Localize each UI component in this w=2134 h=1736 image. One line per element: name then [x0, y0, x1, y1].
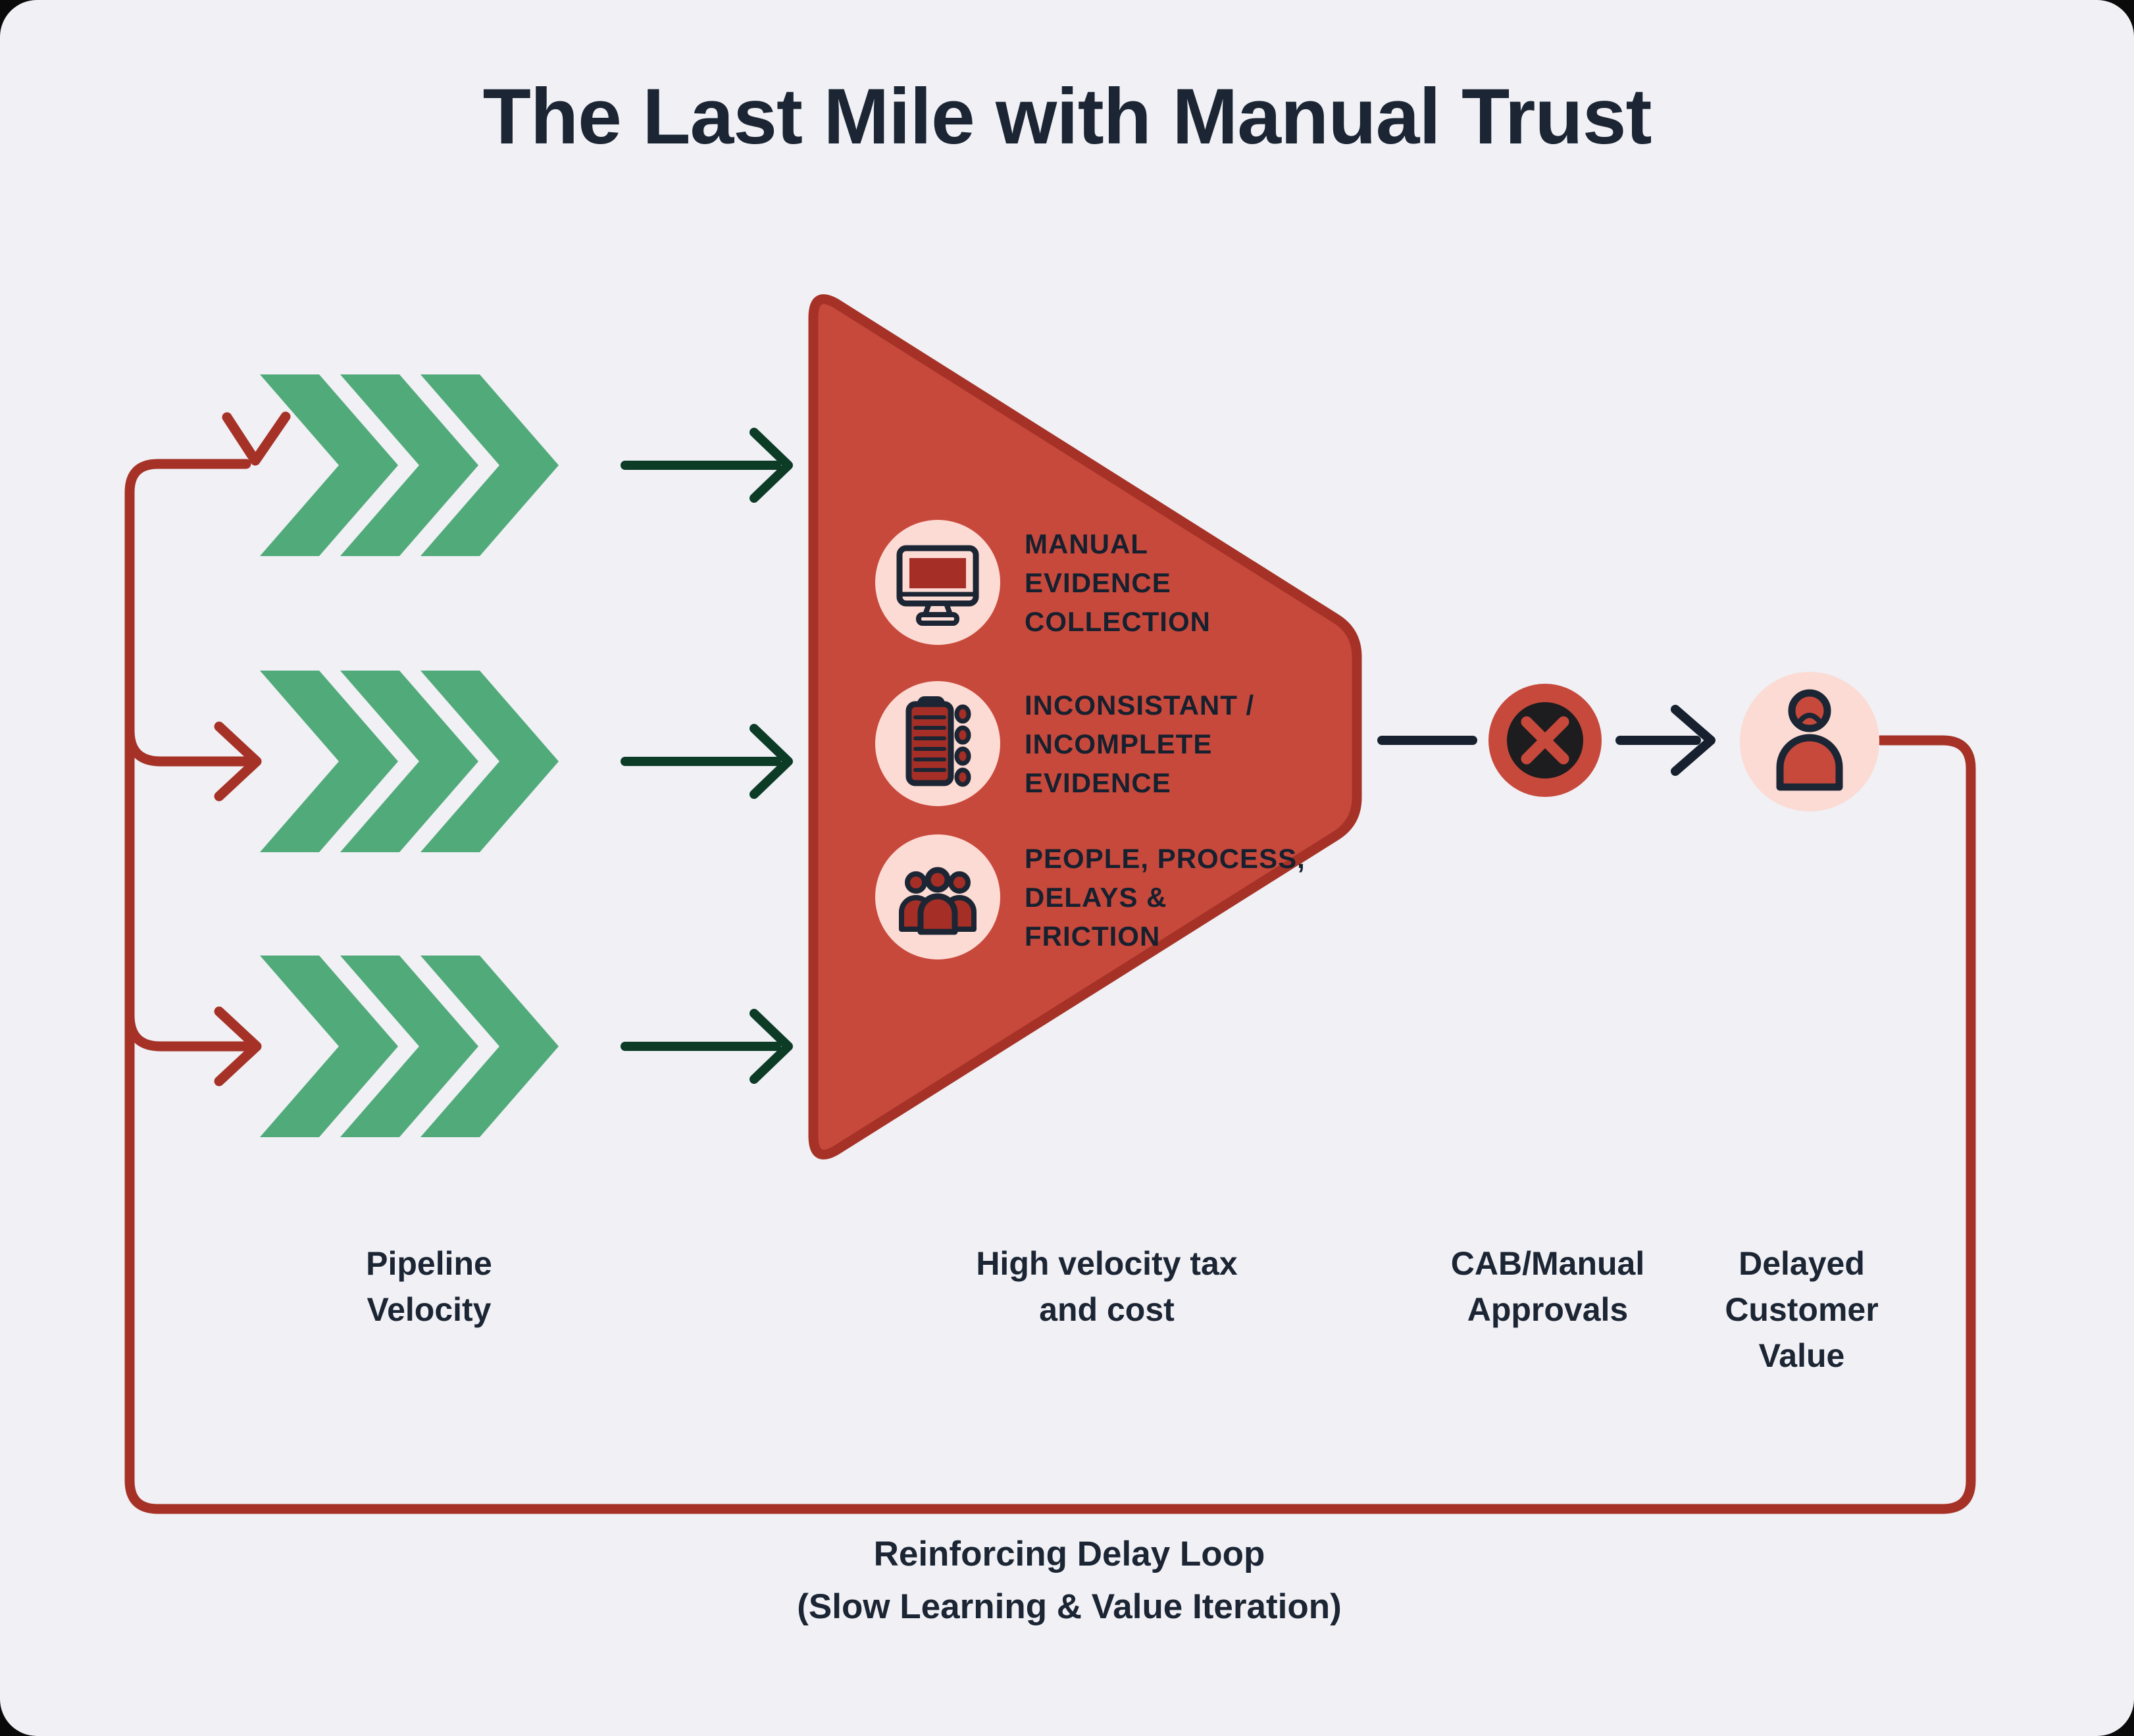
funnel-item-line: COLLECTION	[1025, 605, 1211, 637]
loop-arrowhead-top	[222, 411, 291, 466]
funnel-item-label-people-process: PEOPLE, PROCESS, DELAYS & FRICTION	[1025, 834, 1308, 959]
funnel-item-line: MANUAL	[1025, 528, 1148, 559]
funnel-item-line: EVIDENCE	[1025, 767, 1171, 798]
monitor-icon	[875, 520, 1000, 645]
loop-arrowhead-middle	[214, 721, 262, 802]
pipeline-chevron-row-1	[260, 374, 559, 556]
sad-person-icon	[1740, 672, 1879, 811]
page-title: The Last Mile with Manual Trust	[482, 72, 1652, 161]
funnel-item-label-inconsistent-evidence: INCONSISTANT / INCOMPLETE EVIDENCE	[1025, 681, 1308, 806]
clipboard-icon	[875, 681, 1000, 806]
funnel-item-line: INCONSISTANT /	[1025, 689, 1255, 721]
funnel-item-line: EVIDENCE	[1025, 567, 1171, 598]
approval-to-customer-arrow	[1615, 705, 1715, 776]
pipeline-chevron-row-3	[260, 956, 559, 1137]
pipeline-chevron-row-2	[260, 671, 559, 852]
label-pipeline-velocity: Pipeline Velocity	[366, 1245, 492, 1328]
reinforcing-loop-line	[124, 411, 1976, 1514]
label-delayed-customer-value: Delayed Customer Value	[1725, 1245, 1879, 1374]
funnel-item-label-manual-evidence: MANUAL EVIDENCE COLLECTION	[1025, 520, 1308, 645]
funnel-item-line: INCOMPLETE	[1025, 728, 1213, 759]
loop-arrowhead-bottom	[214, 1006, 262, 1086]
funnel-item-line: PEOPLE, PROCESS,	[1025, 842, 1306, 874]
people-icon	[875, 834, 1000, 959]
funnel-item-line: FRICTION	[1025, 920, 1161, 952]
label-cab-manual-approvals: CAB/Manual Approvals	[1450, 1245, 1645, 1328]
pipeline-to-funnel-arrows	[621, 428, 793, 1084]
x-circle-icon	[1488, 684, 1602, 797]
funnel-item-line: DELAYS &	[1025, 881, 1167, 913]
reinforcing-loop-caption: Reinforcing Delay Loop (Slow Learning & …	[797, 1535, 1342, 1626]
label-high-velocity-tax: High velocity tax and cost	[976, 1245, 1238, 1328]
